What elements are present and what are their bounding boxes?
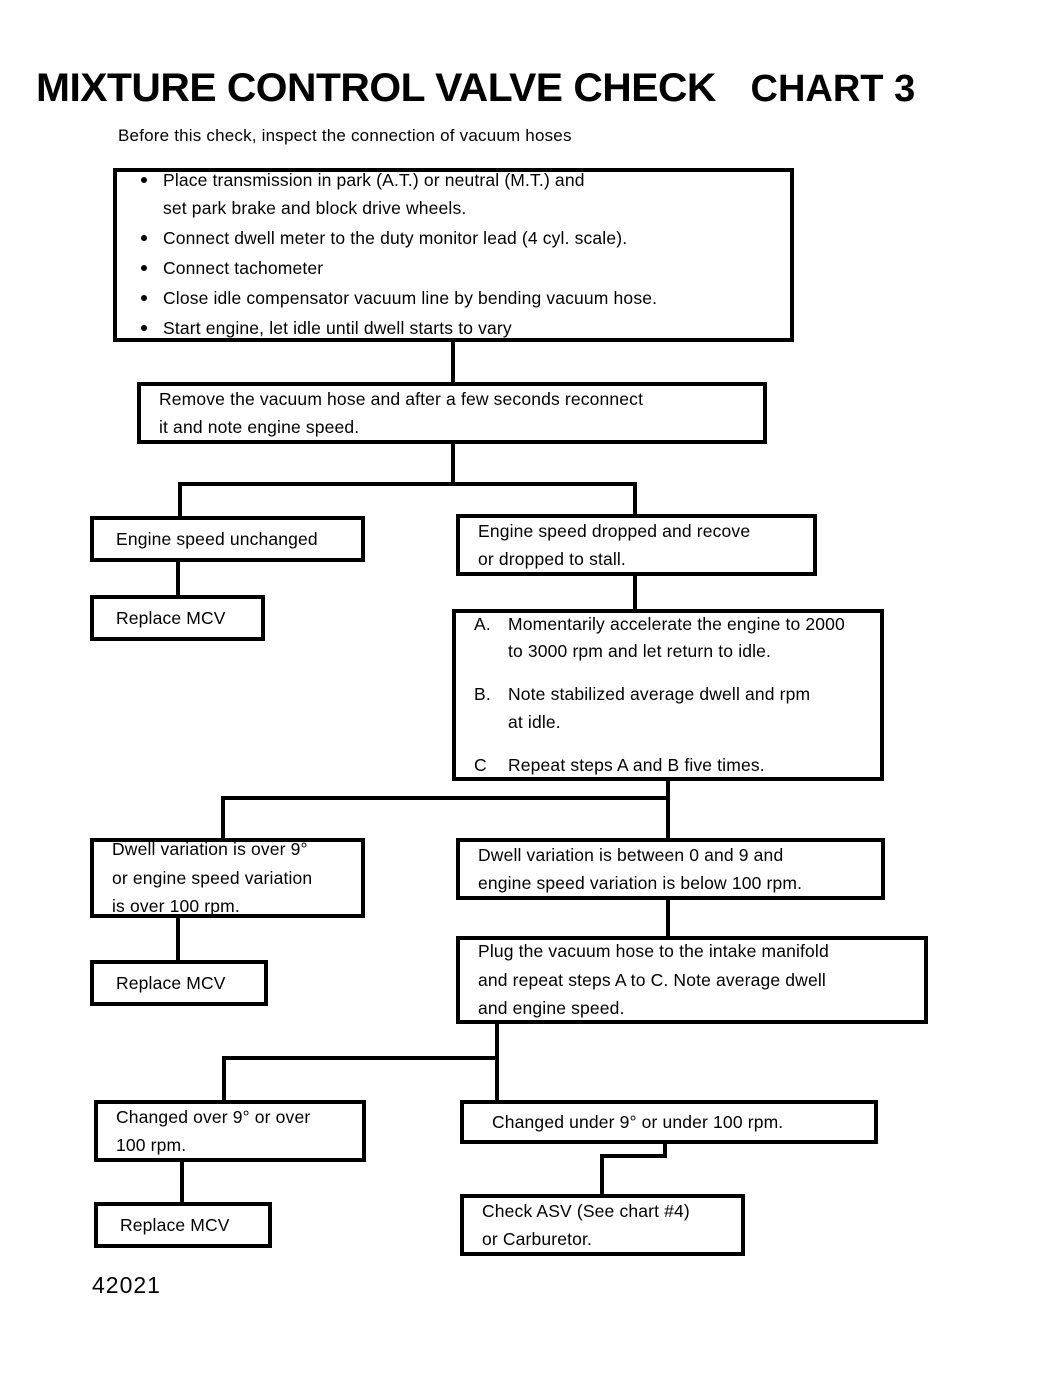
replace-mcv-1-label: Replace MCV (116, 607, 226, 628)
step-b-letter: B. (474, 684, 491, 705)
list-item: Connect tachometer (135, 254, 776, 282)
step-a-letter: A. (474, 614, 491, 635)
list-item: Place transmission in park (A.T.) or neu… (135, 166, 776, 222)
connector-split1-bar (178, 482, 637, 486)
connector-split2-right-drop (666, 796, 670, 838)
dwell-0-to-9-line-2: engine speed variation is below 100 rpm. (478, 873, 803, 893)
connector-split3-left-drop (222, 1056, 226, 1100)
prep-bullet-5: Start engine, let idle until dwell start… (163, 318, 512, 338)
step-c-letter: C (474, 754, 487, 775)
prep-bullet-1-line-1: Place transmission in park (A.T.) or neu… (163, 170, 585, 190)
prep-bullet-list: Place transmission in park (A.T.) or neu… (135, 166, 776, 344)
step-b-line-2: at idle. (508, 711, 561, 732)
node-prep-box: Place transmission in park (A.T.) or neu… (113, 168, 794, 342)
changed-under-label: Changed under 9° or under 100 rpm. (492, 1111, 784, 1132)
page-title-row: MIXTURE CONTROL VALVE CHECK CHART 3 (36, 66, 1016, 111)
connector-changed-under-jog-bar (600, 1154, 667, 1158)
connector-dropped-to-steps (633, 576, 637, 609)
connector-split3-right-drop (495, 1056, 499, 1100)
connector-split2-left-drop (221, 796, 225, 838)
check-asv-line-1: Check ASV (See chart #4) (482, 1200, 690, 1221)
node-plug-hose-box: Plug the vacuum hose to the intake manif… (456, 936, 928, 1024)
step-c: C Repeat steps A and B five times. (474, 752, 866, 779)
step-b-text: Note stabilized average dwell and rpm at… (508, 681, 810, 735)
list-item: Start engine, let idle until dwell start… (135, 314, 776, 342)
node-steps-abc-box: A. Momentarily accelerate the engine to … (452, 609, 884, 781)
connector-split3-bar (222, 1056, 499, 1060)
node-check-asv-box: Check ASV (See chart #4) or Carburetor. (460, 1194, 745, 1256)
connector-unchanged-to-replace (176, 562, 180, 595)
prep-bullet-4: Close idle compensator vacuum line by be… (163, 288, 658, 308)
changed-over-line-1: Changed over 9° or over (116, 1106, 311, 1127)
step-b-line-1: Note stabilized average dwell and rpm (508, 684, 811, 705)
engine-speed-unchanged-label: Engine speed unchanged (116, 528, 318, 549)
footer-code: 42021 (92, 1272, 161, 1298)
bullet-dot-icon (141, 177, 147, 183)
node-replace-mcv-1-box: Replace MCV (90, 595, 265, 641)
step-c-text: Repeat steps A and B five times. (508, 752, 765, 779)
page-title: MIXTURE CONTROL VALVE CHECK (36, 66, 716, 110)
step-c-line-1: Repeat steps A and B five times. (508, 754, 765, 775)
bullet-dot-icon (141, 235, 147, 241)
connector-prep-to-remove (451, 342, 455, 382)
connector-dwell-over-9-to-replace (176, 918, 180, 960)
step-a-line-2: to 3000 rpm and let return to idle. (508, 641, 772, 662)
connector-split1-left-drop (178, 482, 182, 516)
node-replace-mcv-2-box: Replace MCV (90, 960, 268, 1006)
node-dwell-0-to-9-box: Dwell variation is between 0 and 9 and e… (456, 838, 885, 900)
page-subtitle: Before this check, inspect the connectio… (118, 126, 572, 145)
changed-over-line-2: 100 rpm. (116, 1135, 187, 1155)
step-a-line-1: Momentarily accelerate the engine to 200… (508, 614, 845, 635)
engine-speed-dropped-line-2: or dropped to stall. (478, 549, 626, 569)
remove-hose-line-2: it and note engine speed. (159, 417, 360, 437)
plug-hose-line-2: and repeat steps A to C. Note average dw… (478, 969, 826, 990)
check-asv-line-2: or Carburetor. (482, 1229, 593, 1249)
node-engine-speed-unchanged-box: Engine speed unchanged (90, 516, 365, 562)
node-dwell-over-9-box: Dwell variation is over 9° or engine spe… (90, 838, 365, 918)
node-remove-hose-box: Remove the vacuum hose and after a few s… (137, 382, 767, 444)
connector-dwell-0-to-9-to-plug (666, 900, 670, 936)
connector-changed-over-to-replace (180, 1162, 184, 1202)
plug-hose-line-1: Plug the vacuum hose to the intake manif… (478, 941, 829, 962)
chart-number-title: CHART 3 (750, 68, 916, 110)
dwell-over-9-line-3: is over 100 rpm. (112, 896, 240, 917)
connector-split2-bar (221, 796, 670, 800)
step-a: A. Momentarily accelerate the engine to … (474, 611, 866, 665)
connector-split3-stem (495, 1024, 499, 1056)
engine-speed-dropped-line-1: Engine speed dropped and recove (478, 520, 751, 541)
dwell-over-9-line-2: or engine speed variation (112, 867, 313, 888)
bullet-dot-icon (141, 265, 147, 271)
connector-split2-stem (666, 781, 670, 796)
dwell-over-9-line-1: Dwell variation is over 9° (112, 839, 308, 860)
remove-hose-line-1: Remove the vacuum hose and after a few s… (159, 388, 644, 409)
step-b: B. Note stabilized average dwell and rpm… (474, 681, 866, 735)
plug-hose-line-3: and engine speed. (478, 998, 625, 1019)
connector-split1-right-drop (633, 482, 637, 514)
connector-changed-under-stem (663, 1144, 667, 1158)
connector-split1-stem (451, 444, 455, 482)
replace-mcv-3-label: Replace MCV (120, 1214, 230, 1235)
node-engine-speed-dropped-box: Engine speed dropped and recove or dropp… (456, 514, 817, 576)
prep-bullet-3: Connect tachometer (163, 258, 324, 278)
prep-bullet-2: Connect dwell meter to the duty monitor … (163, 228, 628, 248)
node-changed-over-box: Changed over 9° or over 100 rpm. (94, 1100, 366, 1162)
dwell-0-to-9-line-1: Dwell variation is between 0 and 9 and (478, 844, 784, 865)
list-item: Connect dwell meter to the duty monitor … (135, 224, 776, 252)
bullet-dot-icon (141, 325, 147, 331)
prep-bullet-1-line-2: set park brake and block drive wheels. (163, 198, 467, 218)
replace-mcv-2-label: Replace MCV (116, 972, 226, 993)
node-changed-under-box: Changed under 9° or under 100 rpm. (460, 1100, 878, 1144)
node-replace-mcv-3-box: Replace MCV (94, 1202, 272, 1248)
list-item: Close idle compensator vacuum line by be… (135, 284, 776, 312)
connector-changed-under-drop (600, 1154, 604, 1198)
bullet-dot-icon (141, 295, 147, 301)
step-a-text: Momentarily accelerate the engine to 200… (508, 611, 845, 665)
